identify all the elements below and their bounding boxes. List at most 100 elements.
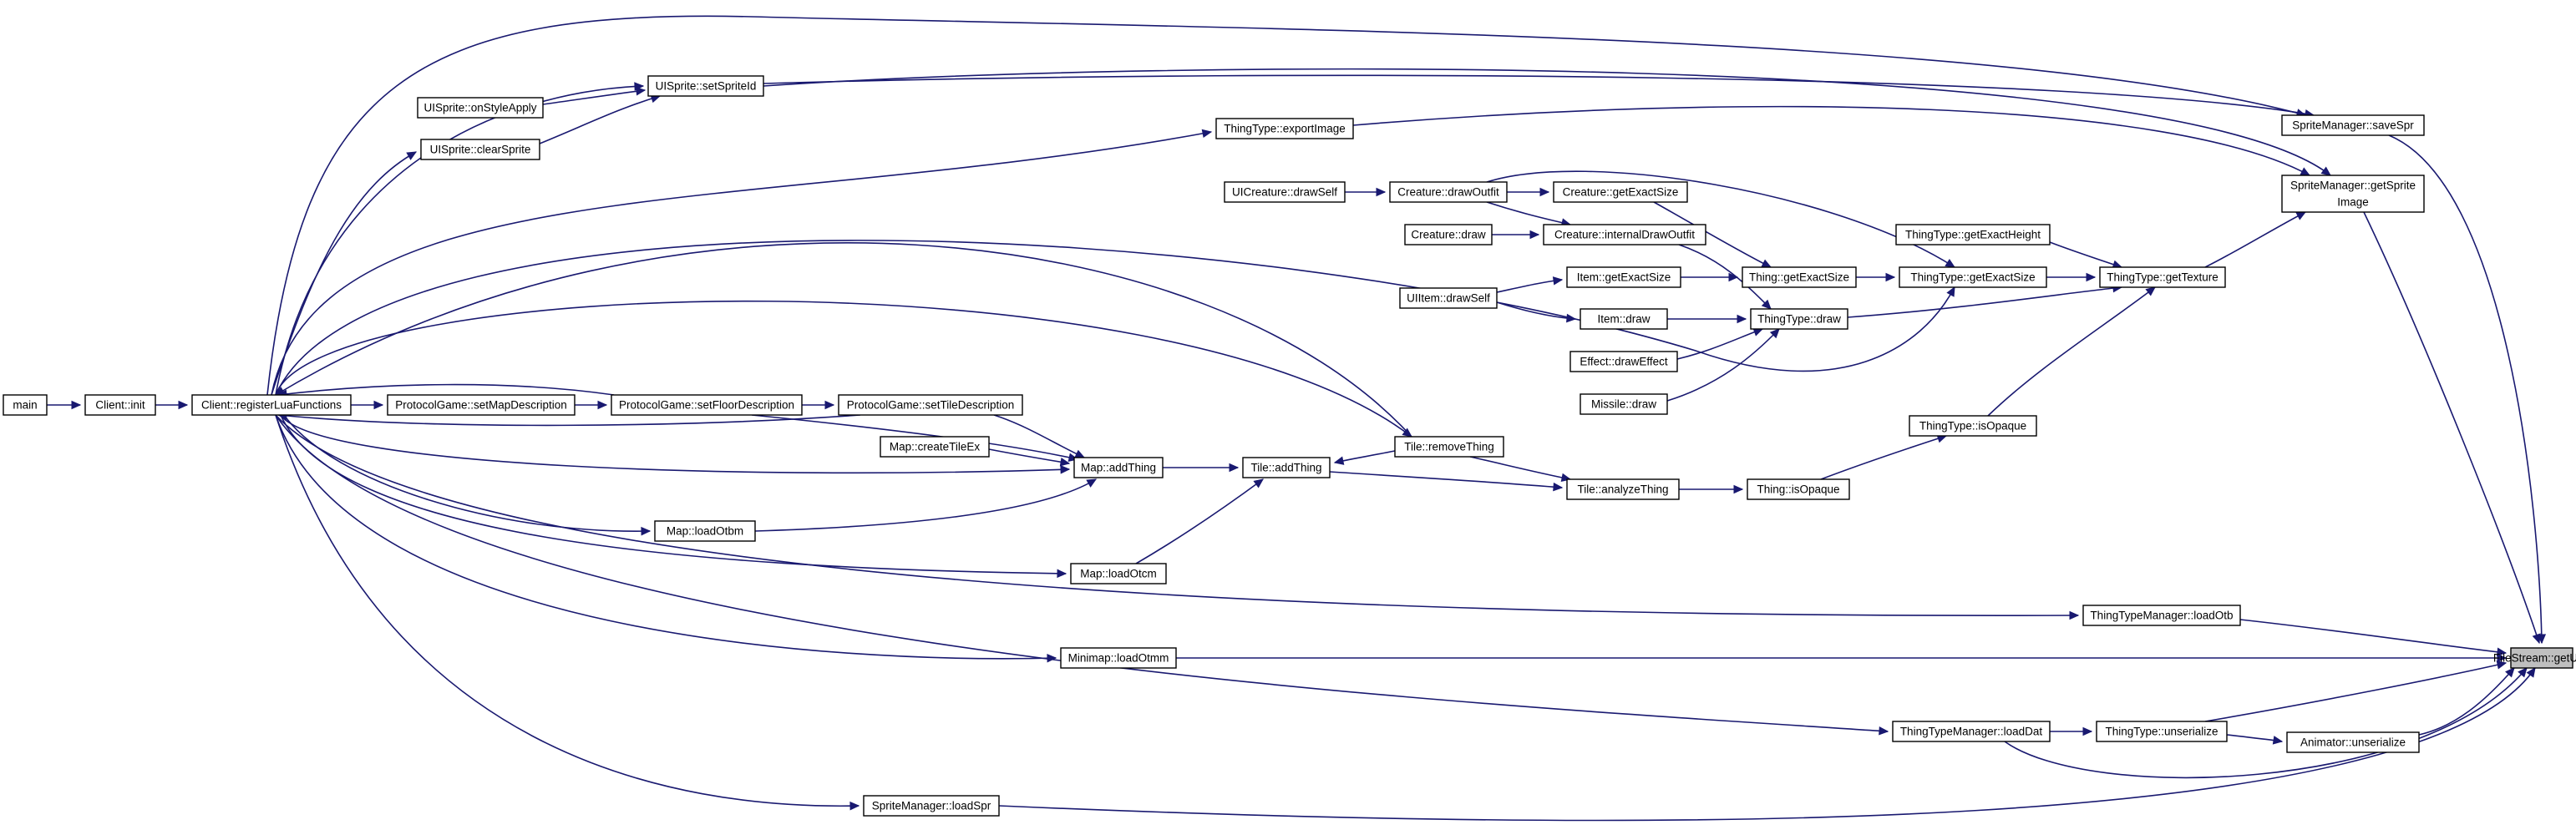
node-item-get-exact-size[interactable]: Item::getExactSize xyxy=(1566,266,1681,288)
node-label: Client::registerLuaFunctions xyxy=(201,399,342,412)
edge-loadotb-getu32 xyxy=(2239,619,2508,657)
arrowhead xyxy=(1552,276,1564,286)
node-label: ThingType::isOpaque xyxy=(1919,420,2026,433)
node-tile-analyze-thing[interactable]: Tile::analyzeThing xyxy=(1566,478,1680,500)
node-set-map-description[interactable]: ProtocolGame::setMapDescription xyxy=(387,394,576,416)
arrowhead xyxy=(1553,482,1564,492)
edge-register-loadotbm xyxy=(283,414,652,536)
node-set-floor-description[interactable]: ProtocolGame::setFloorDescription xyxy=(611,394,803,416)
edge-uicreature-drawoutfit xyxy=(1345,187,1387,197)
node-thingtype-get-texture[interactable]: ThingType::getTexture xyxy=(2099,266,2226,288)
node-creature-get-exact-size[interactable]: Creature::getExactSize xyxy=(1553,181,1688,203)
edge-gettexture-getsprite xyxy=(2204,211,2307,268)
arrowhead xyxy=(1946,286,1955,297)
node-uisprite-clear-sprite[interactable]: UISprite::clearSprite xyxy=(420,139,540,160)
node-spritemanager-get-sprite-image[interactable]: SpriteManager::getSprite Image xyxy=(2281,175,2425,213)
node-uisprite-on-style-apply[interactable]: UISprite::onStyleApply xyxy=(417,97,544,119)
edge-getsprite-getu32 xyxy=(2363,211,2541,645)
edge-effect-ttdraw xyxy=(1676,327,1764,360)
arrowhead xyxy=(1761,259,1772,268)
node-item-draw[interactable]: Item::draw xyxy=(1580,308,1668,330)
node-label-line1: SpriteManager::getSprite xyxy=(2290,180,2416,192)
edge-setfloor-settile xyxy=(802,400,835,410)
node-thingtype-get-exact-size[interactable]: ThingType::getExactSize xyxy=(1899,266,2047,288)
node-label: Thing::getExactSize xyxy=(1749,271,1849,284)
edge-drawoutfit-getexactsize xyxy=(1507,187,1550,197)
edge-main-client xyxy=(47,400,82,410)
node-creature-internal-draw-outfit[interactable]: Creature::internalDrawOutfit xyxy=(1543,224,1706,245)
arrowhead xyxy=(1229,463,1240,473)
node-set-tile-description[interactable]: ProtocolGame::setTileDescription xyxy=(838,394,1023,416)
node-map-load-otcm[interactable]: Map::loadOtcm xyxy=(1070,563,1167,584)
node-missile-draw[interactable]: Missile::draw xyxy=(1580,393,1668,415)
node-label: FileStream::getU32 xyxy=(2493,652,2576,665)
edge-register-loadotb xyxy=(275,414,2080,620)
node-thingtype-get-exact-height[interactable]: ThingType::getExactHeight xyxy=(1895,224,2051,245)
arrowhead xyxy=(1060,465,1071,474)
node-label: UICreature::drawSelf xyxy=(1232,186,1337,199)
edge-drawoutfit-internal xyxy=(1486,201,1572,227)
arrowhead xyxy=(1728,272,1739,282)
node-label: ThingType::exportImage xyxy=(1224,123,1346,135)
arrowhead xyxy=(597,400,608,410)
node-map-load-otbm[interactable]: Map::loadOtbm xyxy=(654,520,756,542)
node-create-tile-ex[interactable]: Map::createTileEx xyxy=(880,436,990,458)
node-label: ProtocolGame::setTileDescription xyxy=(847,399,1015,412)
node-label: Minimap::loadOtmm xyxy=(1068,652,1169,665)
node-label: Tile::analyzeThing xyxy=(1577,483,1668,496)
node-creature-draw-outfit[interactable]: Creature::drawOutfit xyxy=(1389,181,1508,203)
edge-thingsize-ttsize xyxy=(1856,272,1896,282)
node-label: Effect::drawEffect xyxy=(1580,356,1668,368)
node-register-lua-functions[interactable]: Client::registerLuaFunctions xyxy=(191,394,352,416)
node-tile-add-thing[interactable]: Tile::addThing xyxy=(1242,457,1331,478)
edge-loadotcm-tileadd xyxy=(1135,478,1264,564)
edge-minimap-getu32 xyxy=(1176,653,2508,663)
node-main[interactable]: main xyxy=(3,394,48,416)
node-uicreature-draw-self[interactable]: UICreature::drawSelf xyxy=(1224,181,1346,203)
edge-thingopaque-ttopaque xyxy=(1820,434,1948,480)
node-label: Map::loadOtbm xyxy=(667,525,743,538)
edge-analyze-thingopaque xyxy=(1679,484,1744,494)
graph-edges xyxy=(47,15,2547,822)
node-client-init[interactable]: Client::init xyxy=(84,394,156,416)
edge-removething-tileadd xyxy=(1333,450,1396,465)
arrowhead xyxy=(635,87,647,96)
arrowhead xyxy=(824,400,835,410)
node-tile-remove-thing[interactable]: Tile::removeThing xyxy=(1394,436,1504,458)
node-minimap-load-otmm[interactable]: Minimap::loadOtmm xyxy=(1060,647,1177,669)
node-label: Map::addThing xyxy=(1081,462,1156,474)
edge-register-setspriteid xyxy=(275,82,645,396)
node-creature-draw[interactable]: Creature::draw xyxy=(1404,224,1493,245)
edge-anim-getu32 xyxy=(2418,667,2515,736)
node-map-add-thing[interactable]: Map::addThing xyxy=(1073,457,1164,478)
arrowhead xyxy=(2496,647,2508,657)
arrowhead xyxy=(2272,736,2284,745)
edge-loadspr-getu32 xyxy=(998,667,2536,822)
node-label-line2: Image xyxy=(2337,196,2369,209)
node-uiitem-draw-self[interactable]: UIItem::drawSelf xyxy=(1399,287,1498,309)
arrowhead xyxy=(1086,478,1098,488)
node-thing-get-exact-size[interactable]: Thing::getExactSize xyxy=(1742,266,1857,288)
node-filestream-getu32[interactable]: FileStream::getU32 xyxy=(2493,647,2576,669)
node-effect-draw-effect[interactable]: Effect::drawEffect xyxy=(1569,351,1678,372)
arrowhead xyxy=(2069,610,2080,620)
edge-ttsize-gettexture xyxy=(2046,272,2097,282)
node-thingtypemanager-load-otb[interactable]: ThingTypeManager::loadOtb xyxy=(2082,605,2241,626)
edge-loaddat-ttunser xyxy=(2050,726,2093,736)
node-thing-is-opaque[interactable]: Thing::isOpaque xyxy=(1747,478,1850,500)
edge-register-savespr xyxy=(266,15,2307,396)
node-thingtype-draw[interactable]: ThingType::draw xyxy=(1750,308,1848,330)
node-spritemanager-load-spr[interactable]: SpriteManager::loadSpr xyxy=(863,795,1000,817)
node-label: ThingType::getExactSize xyxy=(1910,271,2035,284)
arrowhead xyxy=(2505,667,2515,678)
node-label: SpriteManager::loadSpr xyxy=(872,800,991,812)
node-spritemanager-save-spr[interactable]: SpriteManager::saveSpr xyxy=(2281,114,2425,136)
node-thingtype-export-image[interactable]: ThingType::exportImage xyxy=(1215,118,1354,139)
edge-register-removething xyxy=(275,300,1412,438)
edge-export-getsprite xyxy=(1352,105,2311,176)
node-thingtype-is-opaque[interactable]: ThingType::isOpaque xyxy=(1909,415,2037,437)
node-animator-unserialize[interactable]: Animator::unserialize xyxy=(2286,731,2420,753)
node-uisprite-set-sprite-id[interactable]: UISprite::setSpriteId xyxy=(647,75,764,97)
node-thingtypemanager-load-dat[interactable]: ThingTypeManager::loadDat xyxy=(1892,721,2051,742)
node-thingtype-unserialize[interactable]: ThingType::unserialize xyxy=(2096,721,2228,742)
